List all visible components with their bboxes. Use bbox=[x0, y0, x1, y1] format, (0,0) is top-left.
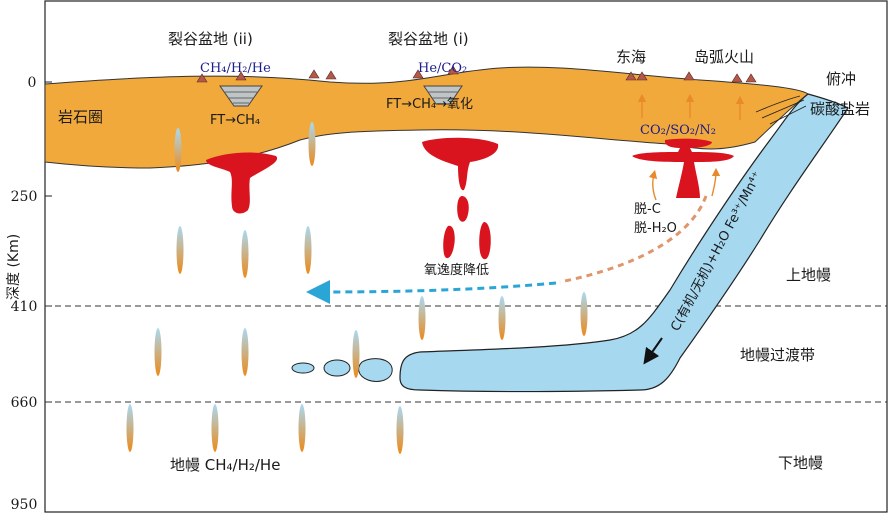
subducting-slab bbox=[399, 93, 849, 393]
label-gas-basin-ii: CH₄/H₂/He bbox=[200, 61, 271, 76]
label-basin-ii: 裂谷盆地 (ii) bbox=[168, 30, 253, 48]
label-carbonate: 碳酸盐岩 bbox=[810, 100, 870, 118]
slab-fragment bbox=[291, 362, 315, 374]
tick-660: 660 bbox=[11, 395, 38, 411]
label-ft-ch4: FT→CH₄ bbox=[210, 113, 260, 128]
axis-title: 深度 (Km) bbox=[6, 234, 22, 300]
gas-release-arrows bbox=[637, 93, 745, 201]
tick-410: 410 bbox=[11, 299, 38, 315]
oxygen-fugacity-arrow bbox=[306, 279, 557, 304]
label-lithosphere: 岩石圈 bbox=[58, 108, 103, 126]
tick-950: 950 bbox=[11, 497, 38, 513]
plume-drop bbox=[479, 222, 491, 260]
slab-direction-arrow bbox=[643, 337, 663, 365]
plume-basin-ii bbox=[206, 152, 278, 214]
label-island-arc: 岛弧火山 bbox=[694, 48, 754, 66]
rift-basin-ii bbox=[219, 85, 263, 107]
label-east-sea: 东海 bbox=[616, 48, 646, 66]
label-basin-i: 裂谷盆地 (i) bbox=[388, 30, 469, 48]
label-dehydration: 脱-H₂O bbox=[634, 221, 677, 236]
label-transition-zone: 地幔过渡带 bbox=[740, 346, 815, 364]
volcano-markers bbox=[196, 65, 757, 83]
plume-drop bbox=[457, 196, 469, 222]
label-ft-oxidation: FT→CH₄→氧化 bbox=[386, 97, 473, 112]
label-oxygen-fugacity: 氧逸度降低 bbox=[424, 262, 489, 278]
tick-0: 0 bbox=[28, 75, 37, 91]
plume-drop bbox=[443, 225, 455, 259]
plume-arc bbox=[632, 138, 734, 198]
label-upper-mantle: 上地幔 bbox=[786, 266, 831, 284]
plume-basin-i bbox=[422, 137, 499, 191]
dehydration-path bbox=[559, 195, 708, 284]
label-lower-mantle: 下地幔 bbox=[778, 454, 823, 472]
label-gas-basin-i: He/CO₂ bbox=[418, 61, 467, 76]
tick-250: 250 bbox=[11, 189, 38, 205]
label-mantle-gas: 地幔 CH₄/H₂/He bbox=[170, 456, 280, 474]
label-gas-arc: CO₂/SO₂/N₂ bbox=[640, 123, 716, 138]
gas-bubbles bbox=[126, 122, 588, 454]
label-decarbonation: 脱-C bbox=[634, 202, 661, 217]
frame bbox=[44, 0, 888, 513]
label-subduction: 俯冲 bbox=[826, 70, 856, 88]
slab-fragment bbox=[358, 358, 393, 382]
slab-fragment bbox=[323, 359, 351, 377]
